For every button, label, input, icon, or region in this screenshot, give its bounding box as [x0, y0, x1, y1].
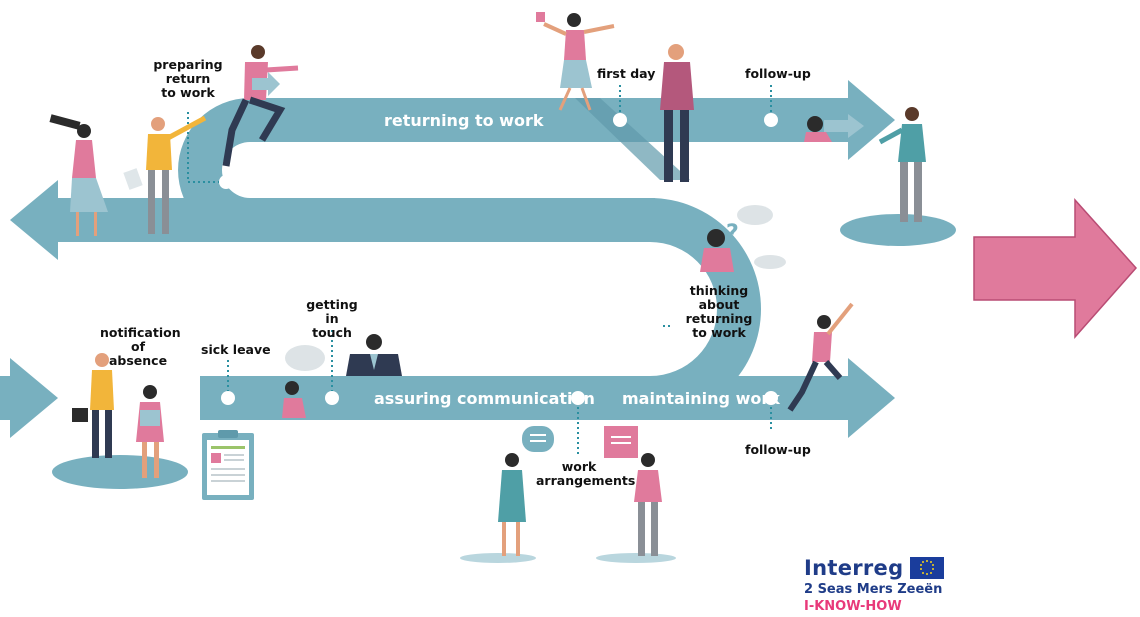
person-phone-woman — [282, 381, 306, 418]
person-telescope — [49, 114, 108, 236]
leader-lines — [187, 85, 772, 455]
left-band-label: no return — [78, 251, 163, 270]
logo-project: I-KNOW-HOW — [804, 599, 902, 614]
person-pink-shirt — [634, 453, 662, 556]
label-line: sick leave — [201, 342, 271, 357]
light-beam — [575, 98, 690, 180]
chat-bubble-gray — [285, 345, 325, 371]
top-band-label: returning to work — [384, 111, 544, 130]
label-notification: notification of absence — [100, 325, 181, 368]
logo-program: 2 Seas Mers Zeeën — [804, 582, 943, 597]
milestone-dot-work-arrangements — [571, 391, 585, 405]
person-pointing-yellow — [123, 115, 207, 234]
eu-flag-icon — [910, 557, 944, 579]
person-bearded — [660, 44, 694, 182]
ground-ellipse-bottom-2 — [596, 553, 676, 563]
thought-cloud — [737, 205, 773, 225]
label-first-day: first day — [597, 67, 655, 81]
milestone-dot-follow-up-top — [764, 113, 778, 127]
logo-brand: Interreg — [804, 556, 904, 580]
label-line: of absence — [108, 339, 168, 368]
person-thinking — [700, 229, 734, 272]
person-phone-teal — [498, 453, 526, 556]
bottom-right-band-label: maintaining work — [622, 389, 780, 408]
milestone-dots — [219, 113, 778, 405]
big-pink-arrow — [973, 198, 1138, 339]
label-thinking: thinking about returning to work — [672, 284, 766, 340]
label-line: to work — [692, 325, 746, 340]
milestone-dot-preparing — [219, 175, 233, 189]
clipboard-icon — [202, 430, 254, 500]
person-notifying — [72, 353, 114, 458]
person-climbing — [222, 45, 299, 167]
road-band-edge — [0, 376, 10, 420]
person-sick — [136, 385, 164, 478]
label-line: thinking — [689, 283, 749, 298]
milestone-dot-sick-leave — [221, 391, 235, 405]
ground-ellipse-right — [840, 214, 956, 246]
label-line: to work — [161, 85, 215, 100]
chat-bubble-teal — [522, 426, 554, 452]
label-line: about returning — [685, 297, 753, 326]
label-line: getting — [306, 297, 358, 312]
question-mark-icon: ? — [726, 221, 739, 246]
bottom-band-label: assuring communication — [374, 389, 595, 408]
person-juggling — [536, 12, 615, 111]
person-phone-man — [346, 334, 402, 376]
label-line: first day — [597, 66, 656, 81]
label-sick-leave: sick leave — [201, 343, 271, 357]
label-line: return — [165, 71, 211, 86]
milestone-dot-follow-up-bottom — [764, 391, 778, 405]
interreg-logo: Interreg 2 Seas Mers Zeeën I-KNOW-HOW — [804, 556, 954, 614]
milestone-dot-first-day — [613, 113, 627, 127]
middle-band-label: keeping in touch — [390, 251, 541, 270]
milestone-dot-thinking — [643, 320, 657, 334]
label-line: work — [561, 459, 597, 474]
label-line: notification — [100, 325, 181, 340]
label-work-arrangements: work arrangements — [536, 459, 636, 488]
speech-bubbles — [285, 205, 786, 458]
milestone-dot-getting-in-touch — [325, 391, 339, 405]
person-running — [787, 302, 854, 412]
label-line: follow-up — [745, 66, 811, 81]
question-mark-icon-2: ? — [708, 220, 716, 236]
label-getting-in-touch: getting in touch — [306, 298, 358, 340]
label-follow-up-top: follow-up — [745, 67, 811, 81]
label-line: preparing — [153, 57, 223, 72]
label-follow-up-bottom: follow-up — [745, 443, 811, 457]
ground-ellipse-bottom-1 — [460, 553, 536, 563]
label-line: arrangements — [536, 473, 636, 488]
ground-ellipse-left — [52, 455, 188, 489]
person-peeking — [804, 114, 864, 142]
label-preparing-return: preparing return to work — [152, 58, 224, 100]
label-line: follow-up — [745, 442, 811, 457]
label-line: in touch — [312, 311, 352, 340]
person-standing-right — [878, 107, 926, 222]
